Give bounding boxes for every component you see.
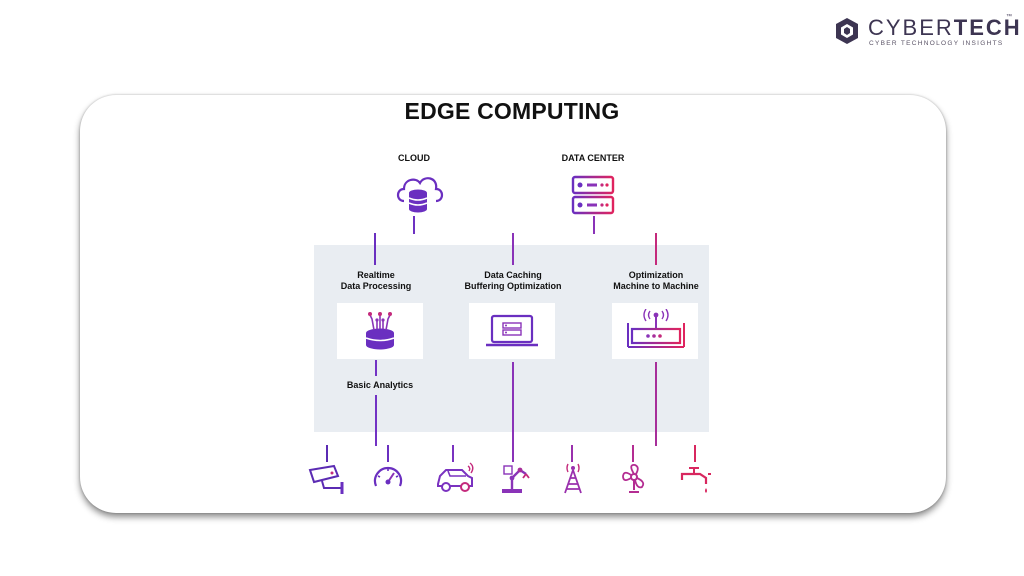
speedometer-icon [373, 466, 403, 487]
basic-analytics-label: Basic Analytics [330, 380, 430, 391]
cell-tower-icon [564, 463, 582, 494]
connected-car-icon [437, 462, 474, 492]
cloud-label: CLOUD [398, 153, 430, 163]
brand-tagline: CYBER TECHNOLOGY INSIGHTS [869, 40, 1004, 47]
security-camera-icon [308, 464, 344, 494]
data-center-icon [571, 175, 615, 215]
water-tap-icon [680, 467, 711, 493]
fan-icon [622, 464, 645, 493]
brand-name: CYBERTECH [868, 15, 1022, 40]
diagram-title: EDGE COMPUTING [404, 98, 620, 124]
laptop-server-icon [486, 314, 538, 347]
database-processing-icon [365, 312, 395, 350]
trademark: ™ [1006, 14, 1012, 20]
data-center-label: DATA CENTER [561, 153, 625, 163]
cybertech-logo-icon [836, 18, 858, 44]
router-icon [627, 309, 685, 348]
robotic-arm-icon [502, 465, 530, 493]
cloud-database-icon [396, 177, 444, 213]
cybertech-logo[interactable]: CYBERTECH ™ CYBER TECHNOLOGY INSIGHTS [832, 14, 1020, 48]
data-caching-box [469, 303, 555, 359]
